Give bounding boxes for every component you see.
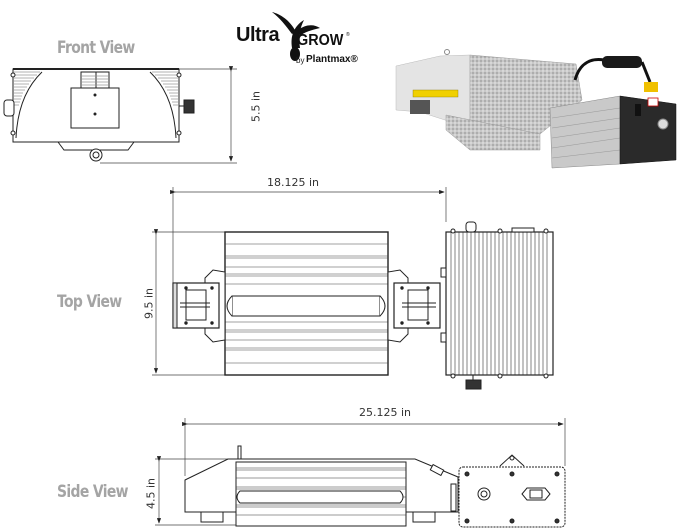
top-width-dimension-line	[170, 187, 447, 283]
front-height-dimension-line	[100, 66, 237, 164]
side-width-dimension-line	[182, 418, 566, 476]
top-height-dimension-line	[152, 229, 225, 376]
top-width-dimension: 18.125 in	[267, 176, 320, 189]
registered-mark: ®	[346, 32, 350, 38]
product-photo	[395, 49, 677, 169]
top-view-drawing	[172, 221, 554, 390]
front-view-label: Front View	[57, 38, 135, 58]
side-view-drawing	[184, 445, 566, 528]
brand-logo: Ultra GROW ® by Plantmax®	[234, 8, 358, 68]
side-view-label: Side View	[57, 482, 129, 502]
side-width-dimension: 25.125 in	[359, 406, 412, 419]
front-view-drawing	[3, 68, 195, 162]
top-view-label: Top View	[57, 292, 122, 312]
brand-name-grow: GROW	[297, 32, 344, 49]
brand-maker: Plantmax®	[306, 54, 358, 65]
brand-name-ultra: Ultra	[236, 24, 280, 46]
brand-by: by	[296, 56, 305, 65]
side-height-dimension-line	[155, 456, 240, 526]
sprout-leaf-icon	[272, 12, 320, 61]
